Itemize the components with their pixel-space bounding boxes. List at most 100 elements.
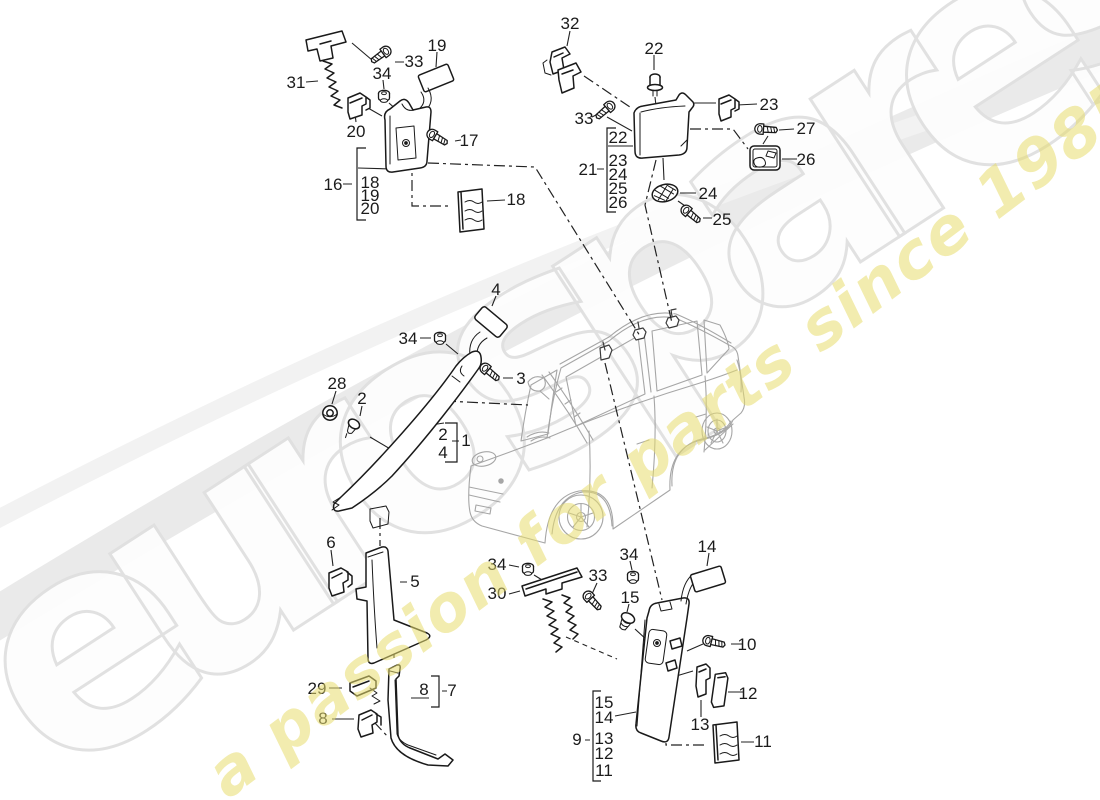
roof-clip-d-pillar	[665, 308, 680, 329]
part-label-13: 13	[595, 729, 614, 748]
part-label-4: 4	[438, 443, 447, 462]
part-label-19: 19	[428, 36, 447, 55]
part-34-nut	[377, 89, 391, 104]
car-roof-rail	[559, 312, 732, 365]
part-label-3: 3	[516, 369, 525, 388]
car-window-front	[565, 332, 652, 427]
interior-b-pillar-clip	[599, 341, 613, 361]
refline-apillar-to-car	[444, 400, 529, 406]
car-illustration	[468, 308, 746, 544]
part-label-16: 16	[324, 175, 343, 194]
part-14-pad	[689, 565, 727, 593]
part-label-24: 24	[699, 184, 718, 203]
part-label-34: 34	[488, 555, 507, 574]
part-label-29: 29	[308, 679, 327, 698]
bracket-21	[606, 127, 616, 213]
part-23-clip	[718, 94, 740, 122]
part-13-clip	[695, 663, 711, 698]
part-label-25: 25	[713, 210, 732, 229]
part-29-clip	[349, 675, 381, 705]
part-label-26: 26	[609, 193, 628, 212]
part-16-c-pillar-trim	[383, 98, 432, 173]
part-label-11: 11	[754, 732, 772, 751]
part-33-screw	[367, 43, 394, 67]
part-18-gasket-pad	[457, 188, 485, 233]
bracket-9	[592, 690, 601, 782]
swoosh-line-icon	[0, 111, 933, 528]
car-badge	[498, 478, 504, 484]
part-3-screw	[477, 360, 503, 385]
part-label-25: 25	[609, 179, 628, 198]
part-label-22: 22	[645, 39, 664, 58]
part-26-cover	[749, 145, 781, 171]
part-27-screw	[753, 122, 779, 137]
car-rear-wheel	[671, 412, 733, 487]
part-6-clip	[328, 567, 353, 597]
group-brackets	[356, 127, 616, 782]
part-label-34: 34	[620, 545, 639, 564]
part-label-31: 31	[287, 73, 306, 92]
part-label-33: 33	[589, 566, 608, 585]
part-21-d-pillar-trim	[633, 92, 695, 159]
car-grille	[468, 486, 504, 515]
part-label-17: 17	[460, 131, 479, 150]
bracket-16	[356, 147, 366, 221]
part-label-2: 2	[357, 389, 366, 408]
refline-panel21-to-part26	[690, 128, 749, 150]
part-label-12: 12	[739, 684, 758, 703]
part-8-clip	[357, 709, 382, 738]
car-rear-details	[704, 359, 742, 451]
part-31-rivet-strip	[305, 30, 347, 109]
part-label-8: 8	[419, 680, 428, 699]
part-label-23: 23	[609, 151, 628, 170]
part-34-nut	[626, 570, 640, 585]
part-label-21: 21	[579, 160, 598, 179]
part-7-sill-trim	[387, 664, 454, 767]
part-9-b-pillar-upper-trim	[635, 597, 690, 743]
swoosh-band-icon	[0, 26, 1100, 641]
part-11-gasket-pad	[712, 721, 740, 764]
part-30-rivet-rail	[521, 567, 583, 653]
part-label-2: 2	[438, 425, 447, 444]
car-wipers	[526, 431, 551, 442]
part-19-pad	[417, 63, 455, 93]
part-34-nut	[433, 331, 447, 346]
part-label-6: 6	[326, 533, 335, 552]
part-label-23: 23	[760, 95, 779, 114]
part-34-nut	[521, 562, 535, 577]
part-label-24: 24	[609, 165, 628, 184]
car-door-lines	[586, 375, 707, 528]
part-33-screw	[592, 98, 618, 123]
part-label-26: 26	[797, 150, 816, 169]
part-label-1: 1	[461, 431, 470, 450]
part-label-8: 8	[318, 709, 327, 728]
bracket-1	[445, 422, 458, 463]
car-mirror	[527, 376, 550, 400]
refline-group16-to-pad18	[411, 158, 452, 207]
part-28-grommet	[322, 405, 338, 421]
part-24-speaker-grille	[651, 183, 679, 203]
part-label-10: 10	[738, 635, 757, 654]
car-headlight	[471, 451, 497, 467]
part-label-9: 9	[572, 730, 581, 749]
part-label-34: 34	[399, 329, 418, 348]
part-label-27: 27	[797, 119, 816, 138]
part-label-28: 28	[328, 374, 347, 393]
roof-clip-b-pillar	[632, 321, 647, 341]
part-label-13: 13	[691, 715, 710, 734]
part-label-34: 34	[373, 64, 392, 83]
part-label-30: 30	[488, 584, 507, 603]
part-label-22: 22	[609, 128, 628, 147]
part-33-screw	[580, 588, 605, 614]
part-25-screw	[678, 202, 704, 227]
part-label-14: 14	[698, 537, 717, 556]
refline-clip32-to-panel21	[583, 75, 631, 108]
part-15-fastener	[619, 612, 636, 631]
part-label-15: 15	[595, 693, 614, 712]
part-label-15: 15	[621, 588, 640, 607]
part-label-5: 5	[410, 572, 419, 591]
part-12-clip	[710, 671, 729, 709]
part-4-handle-pad	[474, 306, 508, 338]
